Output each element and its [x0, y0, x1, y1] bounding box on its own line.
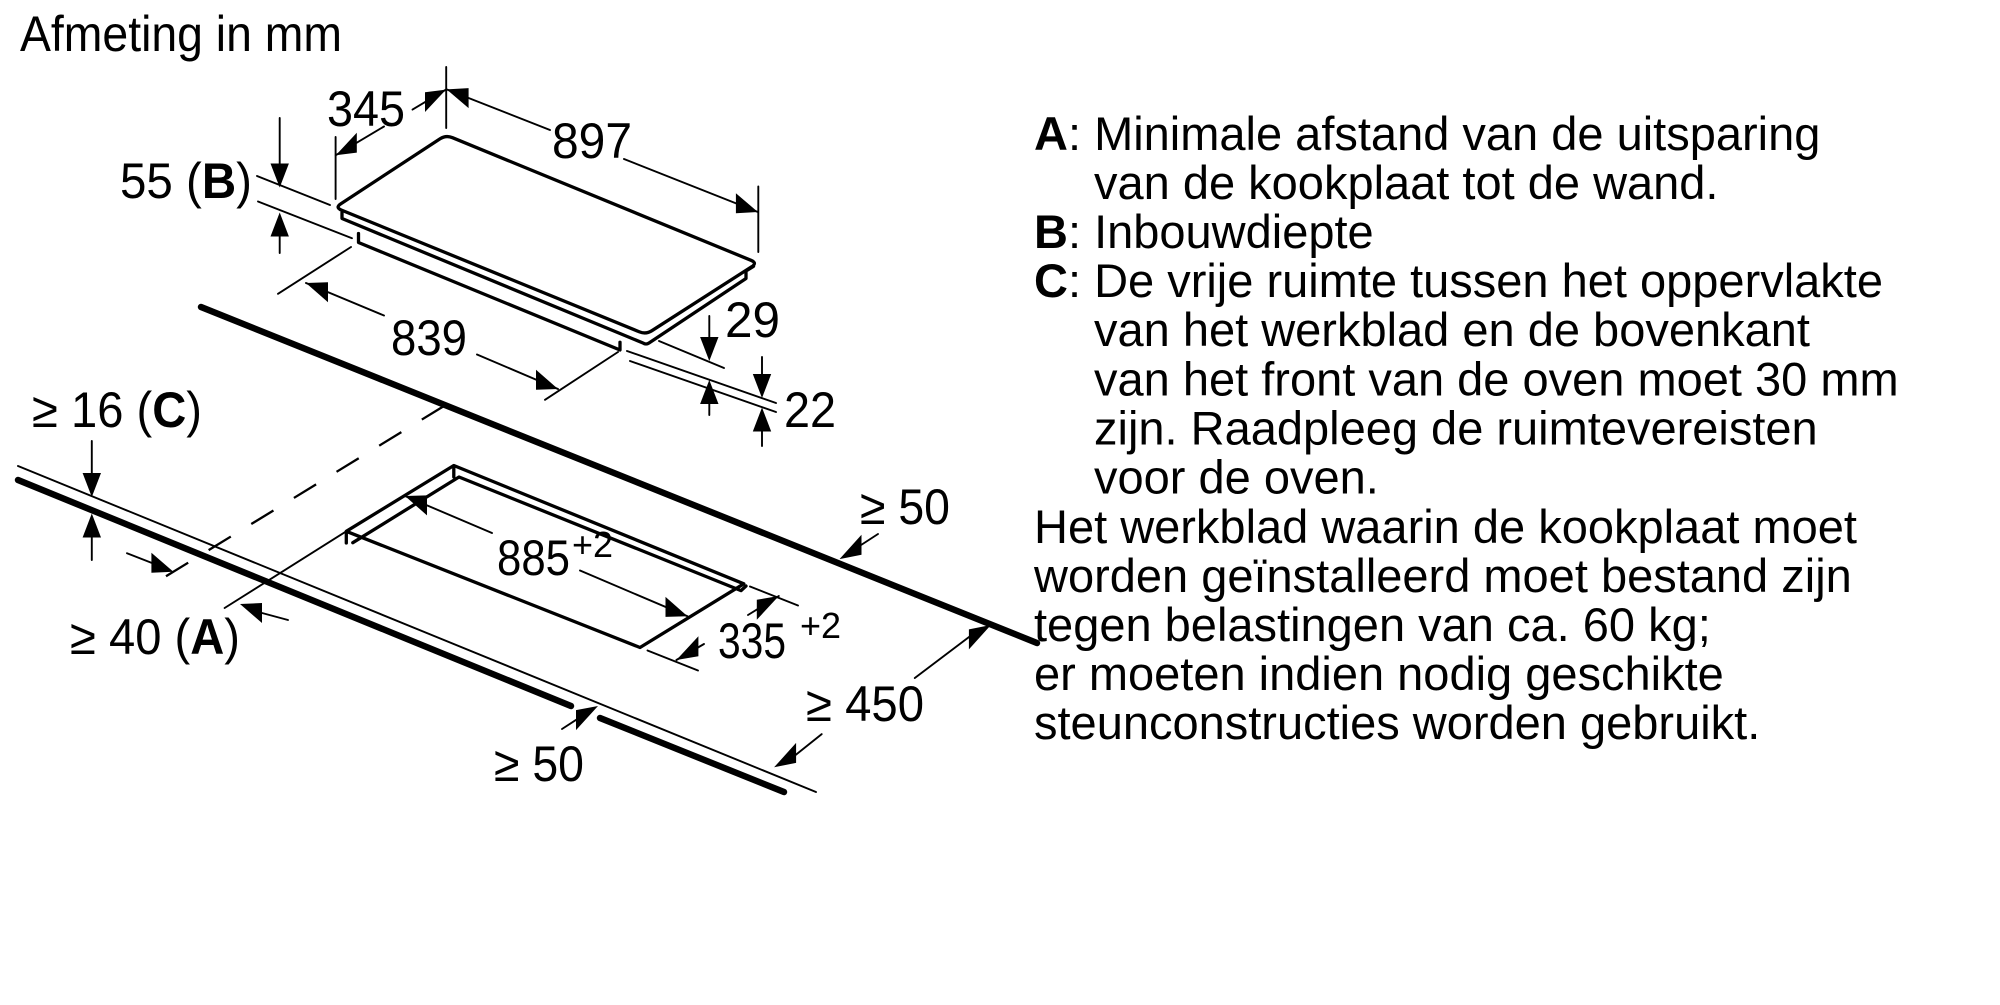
svg-text:55 (B): 55 (B) [120, 153, 252, 209]
svg-text:er moeten indien nodig geschik: er moeten indien nodig geschikte [1034, 647, 1724, 700]
svg-text:zijn. Raadpleeg de ruimteverei: zijn. Raadpleeg de ruimtevereisten [1094, 401, 1818, 454]
svg-text:22: 22 [784, 382, 836, 438]
svg-text:+2: +2 [800, 605, 841, 646]
svg-text:Het werkblad waarin de kookpla: Het werkblad waarin de kookplaat moet [1034, 500, 1857, 553]
svg-text:335: 335 [718, 613, 786, 669]
svg-text:345: 345 [327, 81, 405, 137]
svg-text:tegen belastingen van ca. 60 k: tegen belastingen van ca. 60 kg; [1034, 598, 1711, 651]
svg-text:worden geïnstalleerd moet best: worden geïnstalleerd moet bestand zijn [1033, 549, 1852, 602]
svg-text:van het werkblad en de bovenka: van het werkblad en de bovenkant [1094, 303, 1810, 356]
svg-text:van het front van de oven moet: van het front van de oven moet 30 mm [1094, 352, 1899, 405]
svg-text:≥ 40 (A): ≥ 40 (A) [70, 609, 240, 665]
svg-text:A: Minimale afstand van de uit: A: Minimale afstand van de uitsparing [1034, 107, 1820, 160]
svg-text:≥ 50: ≥ 50 [494, 736, 584, 792]
svg-text:Afmeting in mm: Afmeting in mm [20, 6, 342, 62]
svg-text:C: De vrije ruimte tussen het: C: De vrije ruimte tussen het oppervlakt… [1034, 254, 1883, 307]
svg-text:≥ 450: ≥ 450 [806, 676, 924, 732]
svg-text:+2: +2 [572, 524, 613, 565]
svg-text:897: 897 [552, 113, 632, 169]
svg-text:885: 885 [497, 530, 570, 586]
svg-text:voor de oven.: voor de oven. [1094, 450, 1379, 503]
svg-text:29: 29 [725, 292, 780, 348]
svg-text:van de kookplaat tot de wand.: van de kookplaat tot de wand. [1094, 156, 1719, 209]
svg-text:B: Inbouwdiepte: B: Inbouwdiepte [1034, 205, 1374, 258]
svg-text:steunconstructies worden gebru: steunconstructies worden gebruikt. [1034, 696, 1760, 749]
svg-text:839: 839 [391, 310, 467, 366]
svg-text:≥ 16 (C): ≥ 16 (C) [32, 382, 202, 438]
svg-text:≥ 50: ≥ 50 [860, 479, 950, 535]
